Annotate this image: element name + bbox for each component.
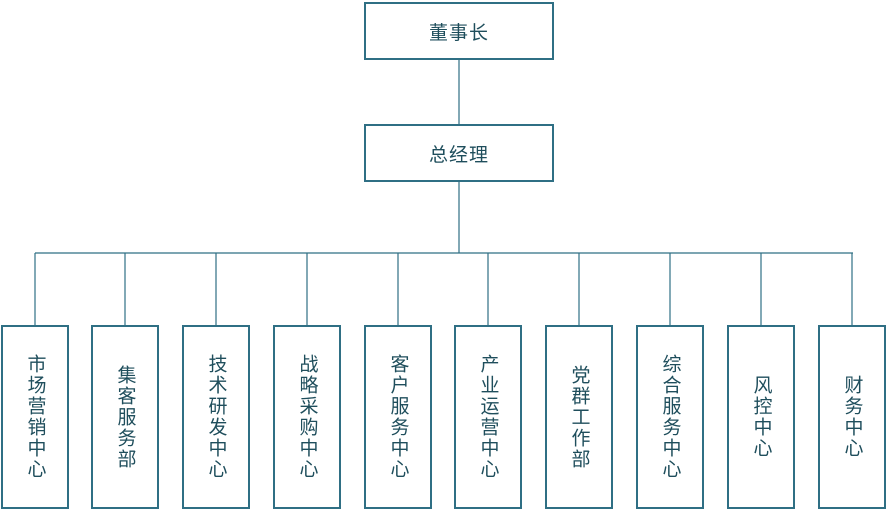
department-label: 战略采购中心 [296, 354, 319, 480]
department-label: 党群工作部 [568, 364, 591, 470]
department-box-party-affairs[interactable]: 党群工作部 [545, 325, 613, 509]
general-manager-label: 总经理 [428, 143, 489, 166]
department-label: 产业运营中心 [477, 354, 500, 480]
chairman-label: 董事长 [428, 21, 489, 44]
department-drop-lines [34, 253, 853, 326]
department-box-finance[interactable]: 财务中心 [818, 325, 886, 509]
department-box-tech-rd[interactable]: 技术研发中心 [182, 325, 250, 509]
chairman-box[interactable]: 董事长 [364, 2, 554, 60]
department-box-marketing[interactable]: 市场营销中心 [1, 325, 69, 509]
department-label: 风控中心 [750, 375, 773, 459]
department-label: 综合服务中心 [659, 354, 682, 480]
department-box-industry-operations[interactable]: 产业运营中心 [454, 325, 522, 509]
department-box-general-services[interactable]: 综合服务中心 [636, 325, 704, 509]
department-box-group-client-service[interactable]: 集客服务部 [91, 325, 159, 509]
department-label: 财务中心 [841, 375, 864, 459]
department-label: 技术研发中心 [205, 354, 228, 480]
general-manager-box[interactable]: 总经理 [364, 124, 554, 182]
department-label: 集客服务部 [114, 364, 137, 470]
department-box-risk-control[interactable]: 风控中心 [727, 325, 795, 509]
department-box-customer-service[interactable]: 客户服务中心 [364, 325, 432, 509]
department-box-strategic-procurement[interactable]: 战略采购中心 [273, 325, 341, 509]
department-label: 客户服务中心 [387, 354, 410, 480]
department-label: 市场营销中心 [24, 354, 47, 480]
